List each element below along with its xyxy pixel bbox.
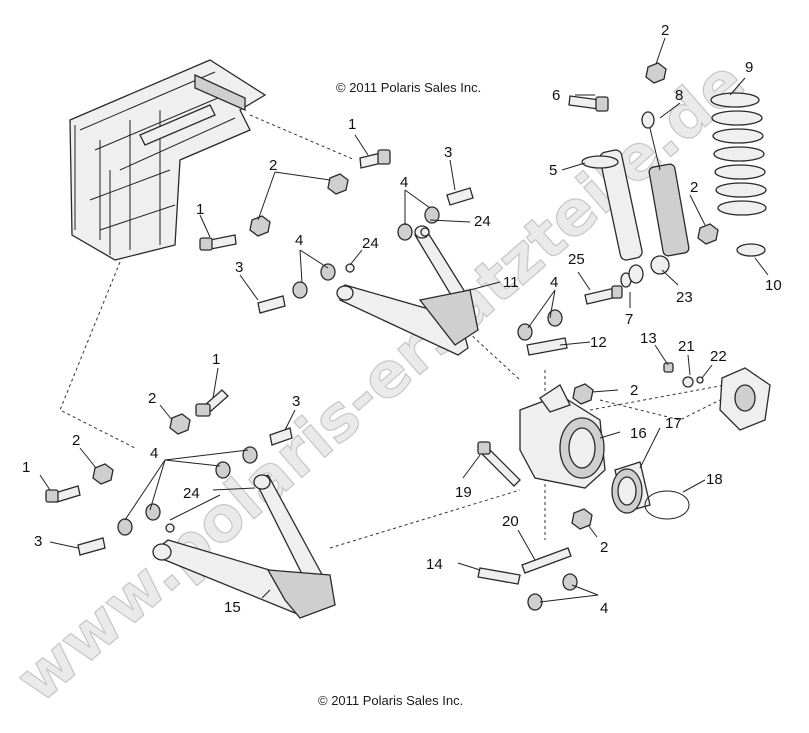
callout-leaders (39, 37, 769, 603)
callout-2: 2 (72, 432, 80, 449)
callout-14: 14 (426, 556, 443, 573)
callout-10: 10 (765, 277, 782, 294)
callout-3: 3 (292, 393, 300, 410)
callout-17: 17 (665, 415, 682, 432)
callout-2: 2 (690, 179, 698, 196)
callout-15: 15 (224, 599, 241, 616)
callout-24: 24 (362, 235, 379, 252)
callout-1: 1 (212, 351, 220, 368)
callout-25: 25 (568, 251, 585, 268)
callout-3: 3 (444, 144, 452, 161)
callout-2: 2 (148, 390, 156, 407)
callout-21: 21 (678, 338, 695, 355)
callout-5: 5 (549, 162, 557, 179)
callout-4: 4 (600, 600, 608, 617)
callout-9: 9 (745, 59, 753, 76)
callout-numbers: 1 1 1 1 2 2 2 2 2 2 2 3 3 3 3 4 4 4 4 4 … (22, 22, 782, 617)
callout-2: 2 (661, 22, 669, 39)
callout-24: 24 (474, 213, 491, 230)
callout-2: 2 (600, 539, 608, 556)
hardware-bolts-nuts (45, 62, 719, 611)
callout-2: 2 (269, 157, 277, 174)
callout-7: 7 (625, 311, 633, 328)
callout-11: 11 (503, 274, 519, 291)
callout-19: 19 (455, 484, 472, 501)
callout-8: 8 (675, 87, 683, 104)
vehicle-frame (69, 59, 267, 261)
callout-3: 3 (235, 259, 243, 276)
shock-absorber (581, 111, 690, 275)
callout-16: 16 (630, 425, 647, 442)
callout-18: 18 (706, 471, 723, 488)
callout-23: 23 (676, 289, 693, 306)
copyright-notice-top: © 2011 Polaris Sales Inc. (336, 80, 482, 95)
callout-2: 2 (630, 382, 638, 399)
callout-3: 3 (34, 533, 42, 550)
snap-ring (644, 490, 690, 520)
callout-1: 1 (196, 201, 204, 218)
callout-4: 4 (400, 174, 408, 191)
upper-a-arm (336, 225, 479, 356)
bearing-carrier (519, 384, 606, 489)
copyright-notice-bottom: © 2011 Polaris Sales Inc. (318, 693, 464, 708)
lower-a-arm (152, 474, 336, 619)
callout-1: 1 (348, 116, 356, 133)
callout-24: 24 (183, 485, 200, 502)
callout-22: 22 (710, 348, 727, 365)
callout-4: 4 (550, 274, 558, 291)
coil-spring (710, 92, 767, 257)
wheel-bearing (611, 461, 651, 514)
callout-12: 12 (590, 334, 607, 351)
callout-4: 4 (150, 445, 158, 462)
callout-13: 13 (640, 330, 657, 347)
callout-1: 1 (22, 459, 30, 476)
callout-4: 4 (295, 232, 303, 249)
callout-6: 6 (552, 87, 560, 104)
brake-caliper (719, 367, 771, 431)
callout-20: 20 (502, 513, 519, 530)
